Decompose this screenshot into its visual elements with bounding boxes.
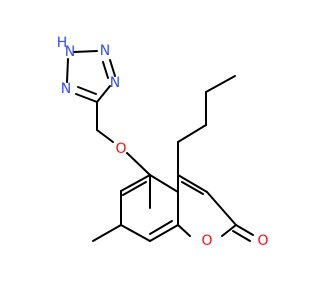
- bond: [102, 61, 109, 79]
- bond: [181, 181, 204, 195]
- bond: [96, 129, 114, 143]
- bond: [149, 220, 173, 235]
- atom-label: O: [257, 233, 268, 249]
- bond: [73, 50, 98, 53]
- bond: [177, 174, 208, 193]
- bond: [177, 124, 207, 143]
- bond: [206, 191, 237, 226]
- bond: [96, 85, 111, 103]
- bond: [109, 59, 116, 77]
- atom-label: O: [115, 141, 126, 157]
- bond: [126, 152, 151, 176]
- atom-label: O: [201, 233, 212, 249]
- atom-label: N: [100, 43, 110, 59]
- bond: [221, 224, 237, 237]
- bond: [149, 224, 179, 242]
- bond: [232, 230, 251, 242]
- bond: [66, 58, 69, 83]
- atom-label: H: [57, 35, 68, 51]
- bond: [177, 224, 191, 237]
- bond: [205, 75, 236, 93]
- atom-label: N: [61, 81, 71, 97]
- atom-label-layer: N H N N N O O O: [57, 35, 269, 249]
- bond: [122, 181, 147, 196]
- molecule-structure-diagram: N H N N N O O O: [57, 35, 269, 249]
- bond-layer: [66, 50, 254, 242]
- bond: [149, 174, 179, 193]
- bond: [77, 86, 97, 95]
- atom-label: N: [65, 44, 75, 60]
- bond: [235, 224, 254, 236]
- bond: [120, 224, 151, 242]
- bond: [120, 174, 151, 192]
- atom-label: N: [110, 75, 120, 91]
- bond: [92, 224, 122, 242]
- bond: [75, 93, 98, 103]
